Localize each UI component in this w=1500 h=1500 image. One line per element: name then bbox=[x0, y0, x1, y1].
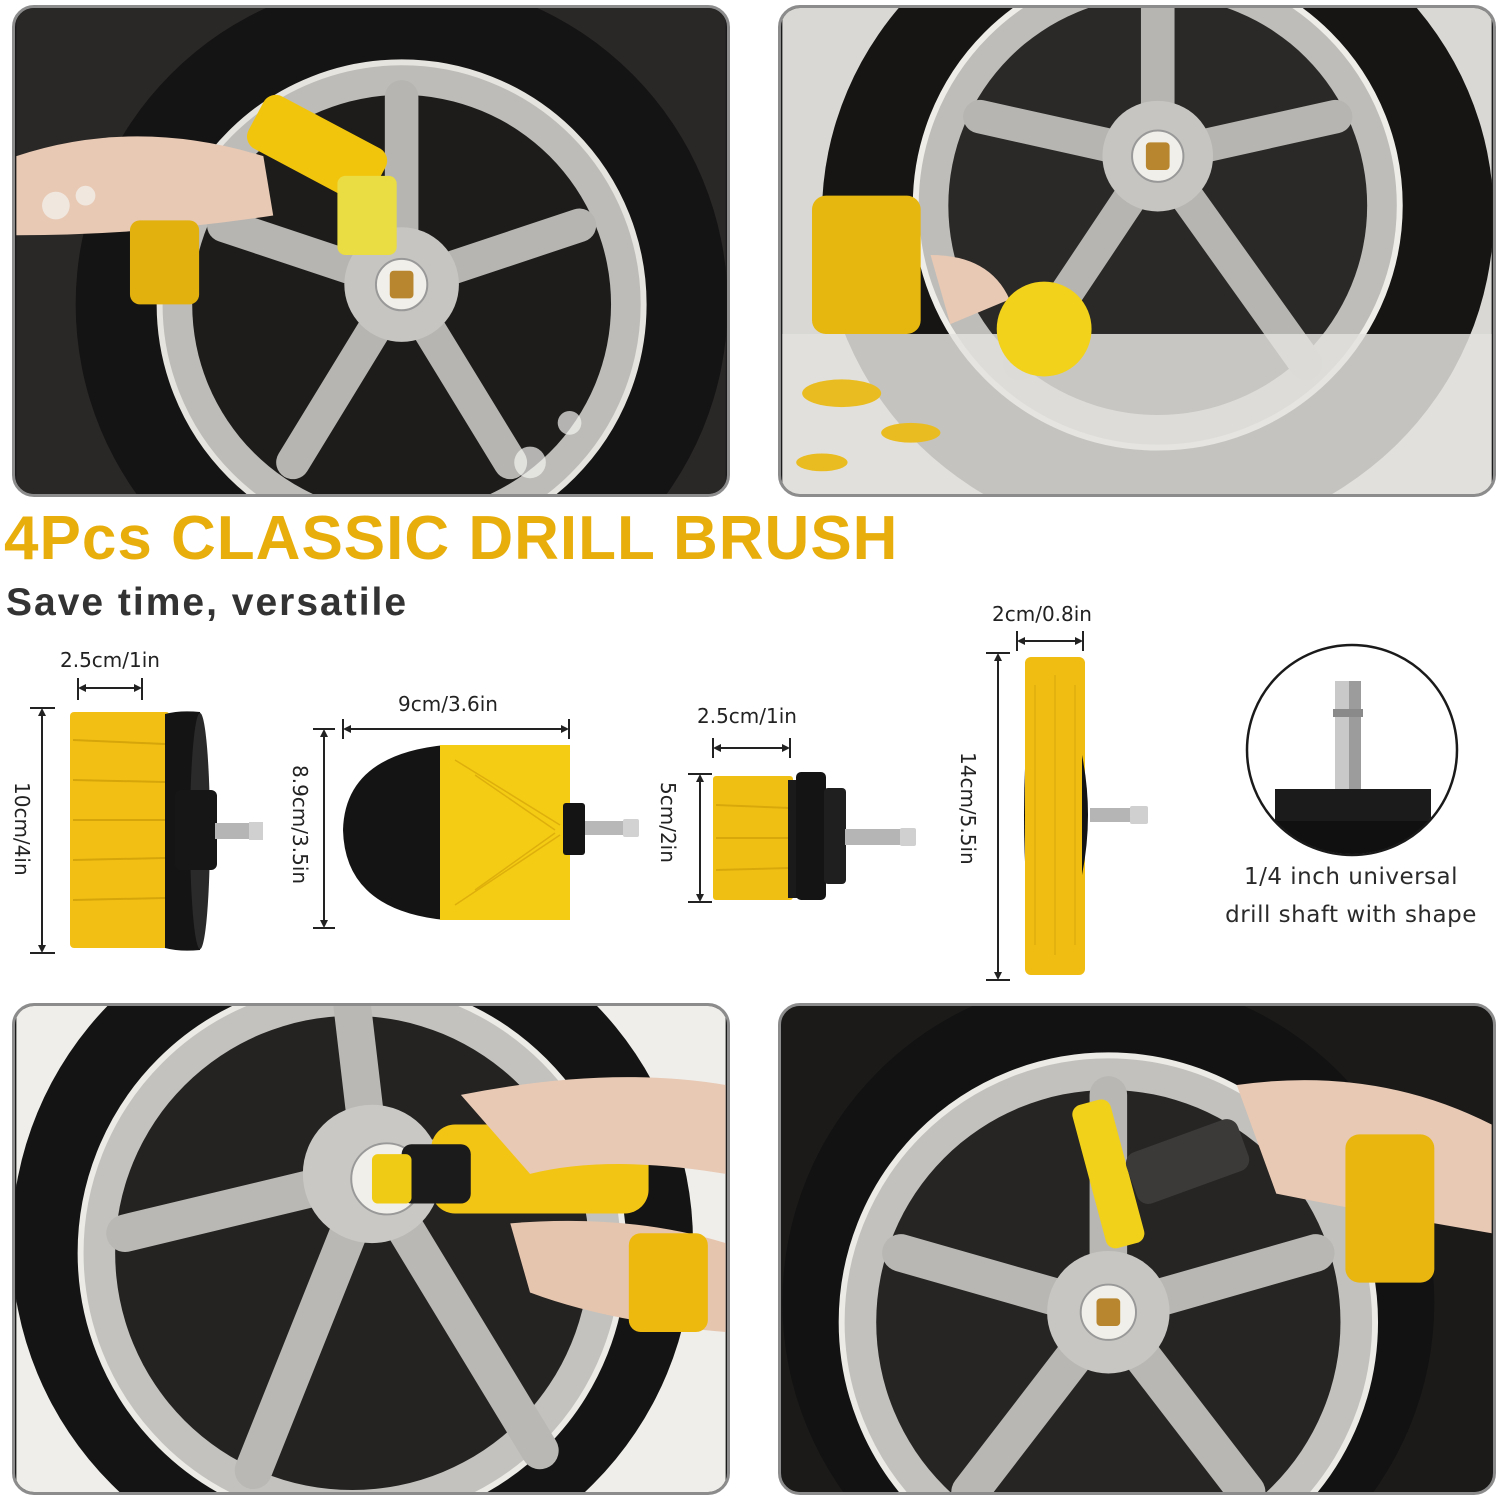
photo-bottom-right-wheel-brush-on-spokes bbox=[778, 1003, 1496, 1495]
brush-1-width-label: 2.5cm/1in bbox=[60, 648, 160, 672]
brush-2-width-label: 9cm/3.6in bbox=[398, 692, 498, 716]
wheel-photo-illustration bbox=[782, 1006, 1492, 1492]
shaft-caption-line-2: drill shaft with shape bbox=[1225, 902, 1477, 928]
product-subtitle: Save time, versatile bbox=[6, 581, 409, 624]
photo-top-left-drill-cleaning-wheel bbox=[12, 5, 730, 497]
photo-bottom-left-drill-on-center-cap bbox=[12, 1003, 730, 1495]
brush-2-round-illustration bbox=[313, 719, 639, 929]
wheel-photo-illustration bbox=[782, 8, 1493, 494]
product-title: 4Pcs CLASSIC DRILL BRUSH bbox=[4, 504, 899, 573]
wheel-photo-illustration bbox=[15, 1006, 726, 1492]
brush-4-wheel-illustration bbox=[986, 631, 1148, 981]
brush-1-flat-illustration bbox=[30, 678, 263, 954]
photo-top-right-drill-cleaning-rim bbox=[778, 5, 1496, 497]
shaft-detail-circle bbox=[1245, 643, 1459, 857]
brush-4-width-label: 2cm/0.8in bbox=[992, 602, 1092, 626]
brush-3-width-label: 2.5cm/1in bbox=[697, 704, 797, 728]
shaft-caption-line-1: 1/4 inch universal bbox=[1243, 864, 1459, 890]
wheel-photo-illustration bbox=[16, 8, 727, 494]
brush-4-height-label: 14cm/5.5in bbox=[956, 752, 980, 865]
brush-3-flat-small-illustration bbox=[688, 738, 916, 903]
brush-3-height-label: 5cm/2in bbox=[656, 782, 680, 863]
